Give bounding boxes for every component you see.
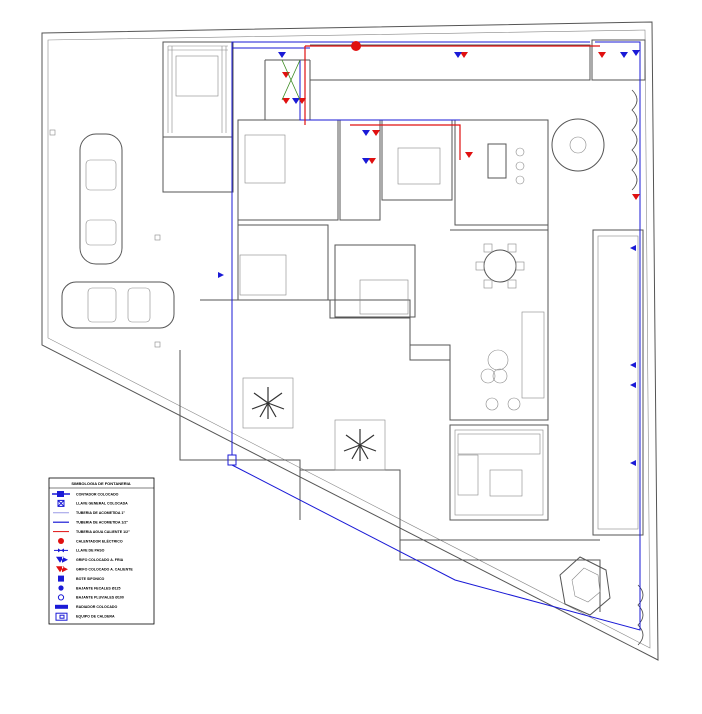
cold-tap-icon xyxy=(56,556,68,563)
stop-valve-icon xyxy=(54,548,68,553)
legend-item-label: BOTE SIFONICO xyxy=(76,577,105,581)
siphon-drain-icon xyxy=(58,575,64,582)
legend-item-label: LLAVE GENERAL COLOCADA xyxy=(76,502,128,506)
site-boundary xyxy=(41,21,659,661)
rain-downpipe-icon xyxy=(57,594,65,601)
swimming-pool xyxy=(592,229,644,536)
legend-item-label: GRIFO COLOCADO A. FRIA xyxy=(76,558,124,562)
electric-heater-icon xyxy=(58,538,64,544)
legend-item-label: CONTADOR COLOCADO xyxy=(76,492,119,496)
boiler-icon xyxy=(55,612,68,621)
hedge-trees xyxy=(631,89,644,646)
legend-item-label: TUBERIA DE ACOMETIDA 1/2" xyxy=(76,521,128,525)
legend-item-label: EQUIPO DE CALDERA xyxy=(76,615,115,619)
gazebo xyxy=(559,556,611,616)
legend-item-label: LLAVE DE PASO xyxy=(76,549,105,553)
legend-item-label: BAJANTE FECALES Ø125 xyxy=(76,586,121,590)
main-valve-icon xyxy=(57,499,65,507)
legend-item-label: TUBERIA AGUA CALIENTE 1/2" xyxy=(76,530,130,534)
legend-item-label: RADIADOR COLOCADO xyxy=(76,605,118,609)
plumbing-legend: SIMBOLOGIA DE FONTANERIA CONTADOR COLOCA… xyxy=(48,477,155,625)
spiral-staircase xyxy=(551,118,605,172)
water-meter-icon xyxy=(52,491,70,497)
radiator-icon xyxy=(55,604,68,609)
legend-item-label: BAJANTE PLUVIALES Ø100 xyxy=(76,596,124,600)
beds xyxy=(239,134,441,315)
cold-water-pipes xyxy=(231,41,641,631)
legend-title: SIMBOLOGIA DE FONTANERIA xyxy=(71,481,130,486)
legend-item-label: CALENTADOR ELÉCTRICO xyxy=(76,538,123,543)
house-walls xyxy=(237,119,549,421)
sewage-downpipe-icon xyxy=(58,585,64,591)
car-bottom xyxy=(61,281,175,329)
site-inner-boundary xyxy=(47,29,651,649)
legend-item-label: TUBERIA DE ACOMETIDA 1" xyxy=(76,511,125,515)
fixtures xyxy=(218,41,640,466)
dining-table xyxy=(483,249,517,283)
garage-columns xyxy=(49,129,161,348)
garden-plants xyxy=(242,377,386,471)
interior-walls xyxy=(179,39,646,612)
legend-item-label: GRIFO COLOCADO A. CALIENTE xyxy=(76,568,133,572)
living-sofas xyxy=(457,311,545,497)
kitchen-stools xyxy=(515,147,525,185)
hot-tap-icon xyxy=(56,566,68,573)
kitchen-island xyxy=(487,143,507,179)
car-top xyxy=(79,133,123,265)
